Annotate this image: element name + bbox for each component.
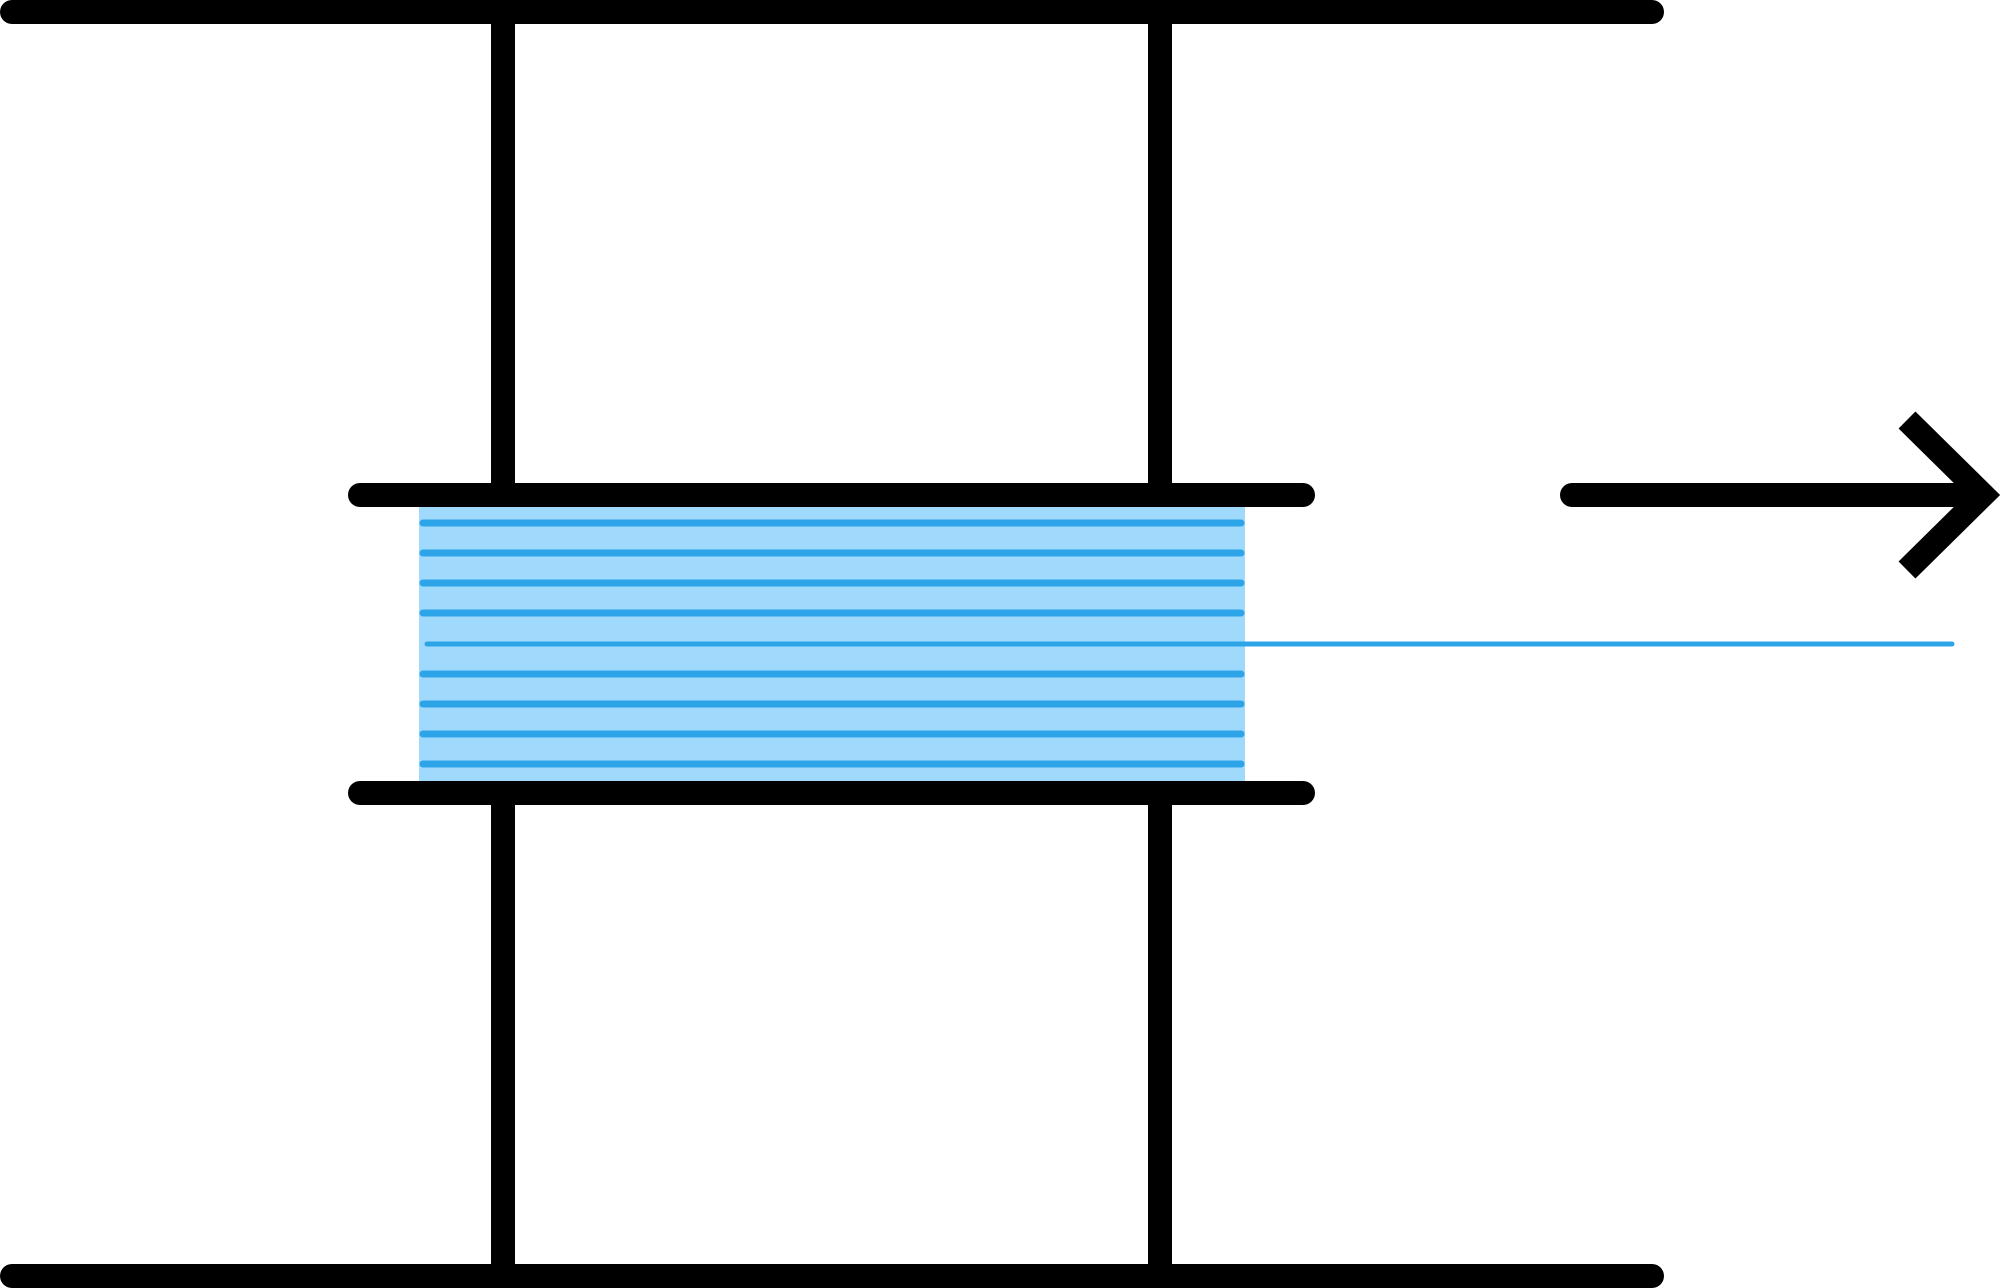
fluid-film: [419, 506, 1245, 792]
arrow-head: [1898, 411, 2000, 579]
fluid-layers: [419, 519, 1245, 768]
vertical-posts: [491, 12, 1172, 1276]
frame-structure: [0, 0, 1664, 1288]
arrow-right-icon: [1560, 411, 2000, 579]
